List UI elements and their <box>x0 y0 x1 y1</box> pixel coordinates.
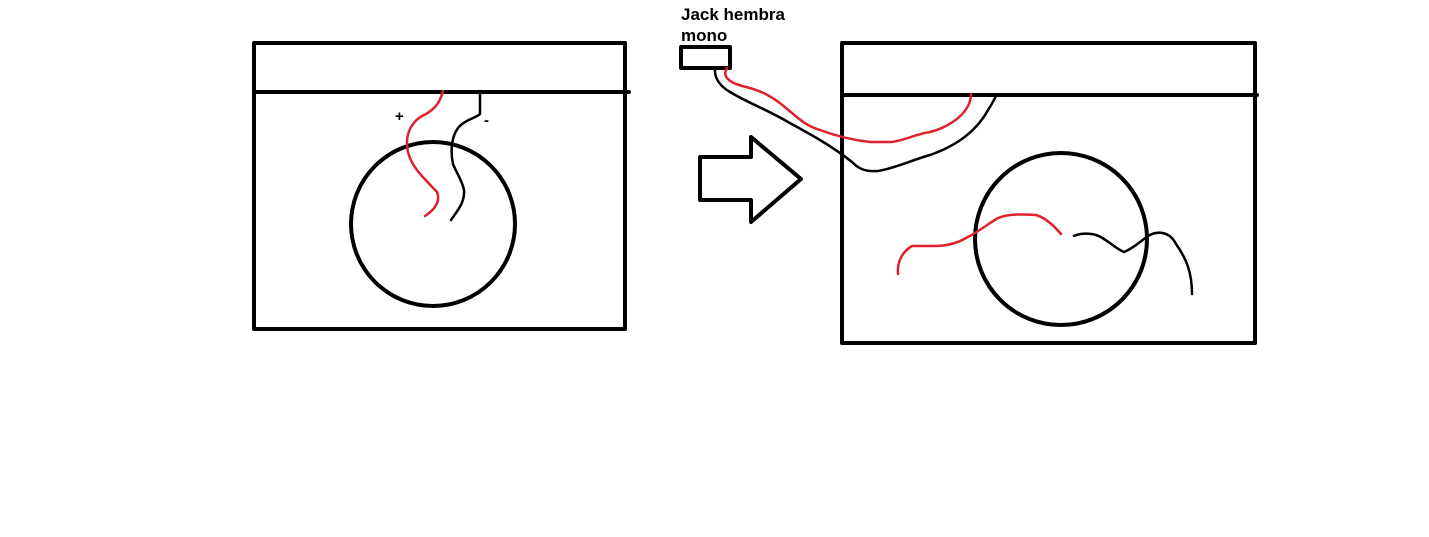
negative-wire-after <box>1072 231 1194 296</box>
positive-wire-jack <box>724 66 973 144</box>
jack-connector <box>679 45 732 70</box>
jack-label-line1: Jack hembra <box>681 5 785 24</box>
negative-wire-before <box>449 92 482 222</box>
negative-wire-jack <box>713 66 998 173</box>
minus-label: - <box>484 112 489 129</box>
jack-label-line2: mono <box>681 26 727 45</box>
box-after-outline <box>840 41 1257 345</box>
plus-label: + <box>395 108 404 125</box>
speaker-before <box>349 140 517 308</box>
positive-wire-before <box>405 89 445 218</box>
positive-wire-after <box>896 213 1063 276</box>
box-before-outline <box>252 41 627 331</box>
speaker-box-before: + - <box>252 41 631 331</box>
speaker-box-after <box>713 41 1259 345</box>
right-arrow-icon <box>698 135 803 224</box>
speaker-after <box>973 151 1149 327</box>
